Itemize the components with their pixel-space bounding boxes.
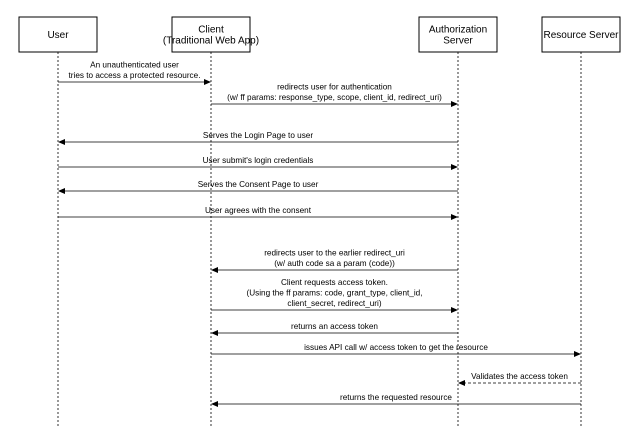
lifelines: [57, 52, 582, 428]
arrow-head: [451, 101, 458, 107]
message-6: User agrees with the consent: [58, 206, 458, 220]
message-12: returns the requested resource: [211, 393, 581, 407]
message-2: redirects user for authentication(w/ ff …: [211, 83, 458, 107]
message-label: returns the requested resource: [340, 393, 452, 402]
actor-label-client: (Traditional Web App): [163, 36, 259, 47]
message-8: Client requests access token. (Using the …: [211, 278, 458, 313]
actor-user: User: [18, 16, 98, 53]
actor-label-auth: Server: [443, 36, 473, 47]
actor-box-auth: [418, 16, 498, 53]
message-label: (w/ auth code sa a param (code)): [274, 259, 395, 268]
message-11: Validates the access token: [458, 372, 581, 386]
arrow-head: [211, 330, 218, 336]
arrow-head: [211, 401, 218, 407]
actor-label-user: User: [47, 30, 69, 41]
message-label: issues API call w/ access token to get t…: [304, 343, 488, 352]
message-7: redirects user to the earlier redirect_u…: [211, 249, 458, 273]
actor-label-client: Client: [198, 25, 224, 36]
message-3: Serves the Login Page to user: [58, 131, 458, 145]
message-label: tries to access a protected resource.: [69, 71, 201, 80]
message-label: client_secret, redirect_uri): [287, 299, 381, 308]
arrow-head: [204, 79, 211, 85]
arrow-head: [211, 267, 218, 273]
message-10: issues API call w/ access token to get t…: [211, 343, 581, 357]
message-label: redirects user to the earlier redirect_u…: [264, 249, 405, 258]
arrow-head: [458, 380, 465, 386]
arrow-head: [574, 351, 581, 357]
message-label: (Using the ff params: code, grant_type, …: [247, 289, 423, 298]
arrow-head: [58, 139, 65, 145]
arrow-head: [451, 214, 458, 220]
actors: User Client(Traditional Web App) Authoriza…: [18, 16, 621, 53]
message-label: Client requests access token.: [281, 278, 388, 287]
actor-box-client: [171, 16, 251, 53]
actor-box-resource: [541, 16, 621, 53]
message-label: (w/ ff params: response_type, scope, cli…: [227, 93, 442, 102]
message-label: returns an access token: [291, 322, 378, 331]
arrow-head: [451, 307, 458, 313]
message-label: User agrees with the consent: [205, 206, 312, 215]
actor-client: Client(Traditional Web App): [163, 16, 259, 53]
message-4: User submit's login credentials: [58, 156, 458, 170]
actor-label-auth: Authorization: [429, 25, 487, 36]
actor-label-resource: Resource Server: [543, 30, 619, 41]
arrow-head: [451, 164, 458, 170]
arrow-head: [58, 188, 65, 194]
message-label: User submit's login credentials: [203, 156, 314, 165]
message-label: An unauthenticated user: [90, 61, 179, 70]
message-label: Serves the Login Page to user: [203, 131, 313, 140]
actor-resource: Resource Server: [541, 16, 621, 53]
actor-box-user: [18, 16, 98, 53]
message-5: Serves the Consent Page to user: [58, 180, 458, 194]
message-label: Serves the Consent Page to user: [198, 180, 319, 189]
message-label: Validates the access token: [471, 372, 568, 381]
message-label: redirects user for authentication: [277, 83, 392, 92]
message-9: returns an access token: [211, 322, 458, 336]
